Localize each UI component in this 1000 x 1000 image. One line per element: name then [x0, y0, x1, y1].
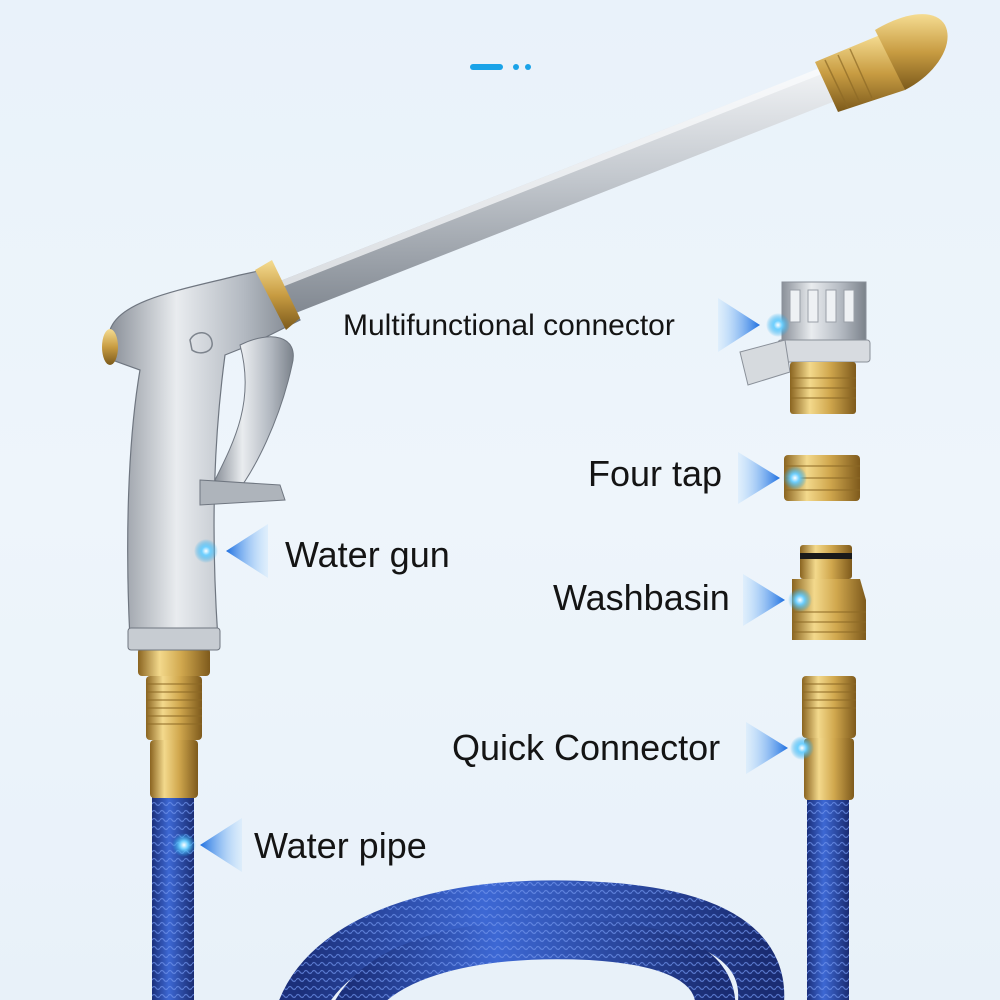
- glow-dot-icon: [194, 539, 218, 563]
- label-multifunctional-connector: Multifunctional connector: [343, 309, 675, 342]
- pointer-water-pipe: [172, 818, 242, 872]
- spray-rod: [270, 62, 848, 318]
- water-gun-body: [102, 260, 301, 651]
- triangle-pointer-icon: [743, 574, 785, 626]
- carousel-indicator-active[interactable]: [470, 64, 503, 70]
- pointer-four-tap: [738, 452, 807, 504]
- triangle-pointer-icon: [738, 452, 780, 504]
- gun-quick-connector: [138, 648, 210, 798]
- carousel-indicator-dot[interactable]: [525, 64, 531, 70]
- quick-connector: [802, 676, 856, 800]
- glow-dot-icon: [790, 736, 814, 760]
- pointer-quick-connector: [746, 722, 814, 774]
- triangle-pointer-icon: [746, 722, 788, 774]
- four-tap-part: [784, 455, 860, 501]
- glow-dot-icon: [788, 588, 812, 612]
- triangle-pointer-icon: [718, 298, 760, 352]
- pointer-water-gun: [194, 524, 268, 578]
- label-washbasin: Washbasin: [553, 577, 730, 618]
- glow-dot-icon: [766, 313, 790, 337]
- glow-dot-icon: [172, 833, 196, 857]
- triangle-pointer-icon: [200, 818, 242, 872]
- pointer-washbasin: [743, 574, 812, 626]
- pointer-multifunctional: [718, 298, 790, 352]
- glow-dot-icon: [783, 466, 807, 490]
- label-quick-connector: Quick Connector: [452, 727, 721, 768]
- label-water-gun: Water gun: [285, 534, 450, 575]
- water-pipe-hose: [152, 795, 194, 1000]
- label-four-tap: Four tap: [588, 453, 723, 494]
- multifunctional-connector-part: [739, 281, 871, 414]
- triangle-pointer-icon: [226, 524, 268, 578]
- hose-coil: [279, 880, 785, 1000]
- nozzle: [815, 14, 948, 112]
- carousel-indicator-dot[interactable]: [513, 64, 519, 70]
- label-water-pipe: Water pipe: [254, 825, 427, 866]
- quick-connector-hose: [807, 795, 849, 1000]
